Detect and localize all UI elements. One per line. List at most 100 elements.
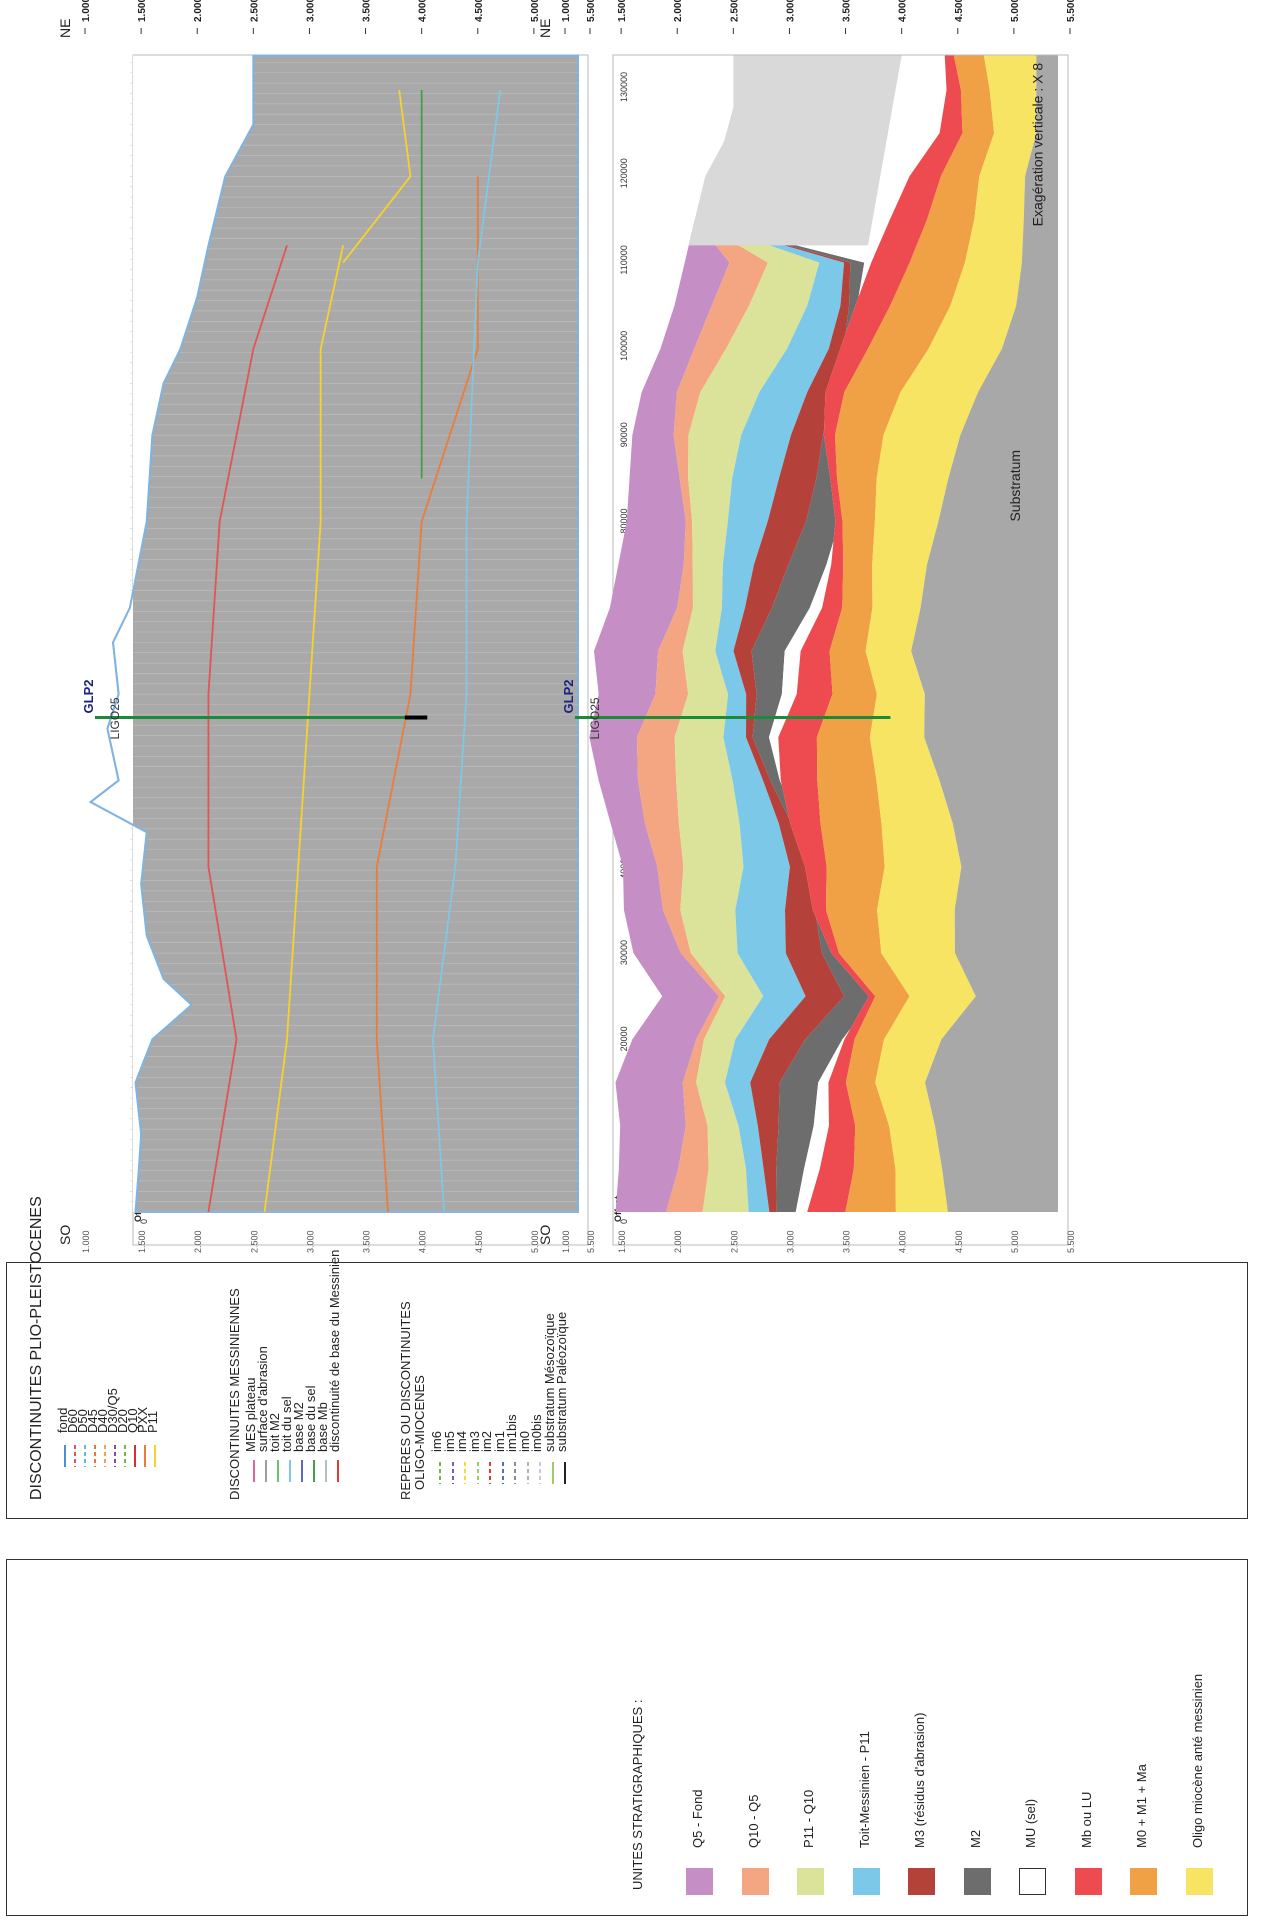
so-label: SO — [537, 1225, 553, 1245]
oligo-swatch — [539, 1462, 541, 1484]
plio-swatch — [124, 1445, 126, 1467]
time-tick-label: 1.000 — [561, 1230, 571, 1253]
mess-swatch — [337, 1460, 339, 1482]
horizon-line — [342, 89, 412, 264]
time-tick-label: 5.000 — [530, 0, 541, 22]
plio-swatch — [74, 1445, 76, 1467]
unit-swatch — [1185, 1868, 1213, 1895]
time-tick-label: 5.000 — [1010, 0, 1021, 22]
well-name: GLP2 — [561, 679, 576, 713]
time-tick-label: 5.000 — [1010, 1230, 1020, 1253]
offset-tick-label: 30000 — [619, 940, 629, 965]
time-tick-label: 4.000 — [418, 1230, 428, 1253]
horizon-line — [263, 245, 344, 1213]
time-tick-label: 3.000 — [305, 1230, 315, 1253]
ne-label: NE — [537, 19, 553, 38]
time-tick-label: 3.500 — [842, 1230, 852, 1253]
seafloor-horizon — [88, 55, 255, 1213]
ne-label: NE — [57, 19, 73, 38]
time-tick-label: 4.500 — [954, 1230, 964, 1253]
offset-tick-label: 20000 — [619, 1026, 629, 1051]
plio-swatch — [84, 1445, 86, 1467]
offset-tick-label: 110000 — [619, 245, 629, 274]
time-tick-label: 3.000 — [785, 0, 796, 22]
unit-swatch — [908, 1868, 935, 1895]
strat-unit-fill — [865, 55, 1037, 1212]
time-tick-label: 4.500 — [954, 0, 965, 22]
time-tick-label: 3.500 — [842, 0, 853, 22]
mess-swatch — [289, 1460, 291, 1482]
exaggeration-label: Exagération verticale : X 8 — [1029, 63, 1045, 227]
substratum-label: Substratum — [1007, 450, 1023, 522]
so-label: SO — [57, 1225, 73, 1245]
time-tick-label: 5.500 — [1066, 0, 1077, 22]
offset-tick-label: 90000 — [619, 422, 629, 447]
unit-swatch — [1019, 1868, 1046, 1895]
plio-swatch — [114, 1445, 116, 1467]
time-tick-label: 3.500 — [362, 0, 373, 22]
time-tick-label: 5.500 — [586, 1230, 596, 1253]
offset-tick-label: 100000 — [619, 331, 629, 361]
strat-unit-fill — [589, 55, 734, 1212]
mess-swatch — [265, 1460, 267, 1482]
unit-swatch — [963, 1868, 991, 1895]
time-tick-label: 2.000 — [673, 0, 684, 22]
offset-tick-label: 130000 — [619, 72, 629, 102]
legend-horizons-box — [6, 1262, 1248, 1519]
lower-panel: 1.0001.0001.5001.5002.0002.0002.5002.500… — [537, 0, 1077, 1253]
time-tick-label: 4.000 — [898, 0, 909, 22]
time-tick-label: 2.500 — [249, 0, 260, 22]
strat-unit-fill — [694, 55, 851, 1212]
offset-tick-label: 120000 — [619, 158, 629, 188]
mess-swatch — [253, 1460, 255, 1482]
plio-swatch — [104, 1445, 106, 1467]
plio-swatch — [94, 1445, 96, 1467]
time-tick-label: 4.500 — [474, 1230, 484, 1253]
plio-swatch — [134, 1445, 136, 1467]
upper-panel: 1.0001.0001.5001.5002.0002.0002.5002.500… — [57, 0, 597, 1253]
unit-swatch — [1074, 1868, 1102, 1895]
strat-unit-fill — [636, 55, 768, 1212]
substratum-fill — [911, 55, 1058, 1212]
time-tick-label: 4.000 — [898, 1230, 908, 1253]
time-tick-label: 2.000 — [193, 1230, 203, 1253]
offset-tick-label: 0 — [139, 1219, 149, 1224]
oligo-swatch — [489, 1462, 491, 1484]
horizon-line — [431, 89, 502, 1213]
time-tick-label: 5.500 — [1066, 1230, 1076, 1253]
strat-unit-fill — [694, 55, 845, 1212]
time-tick-label: 3.000 — [785, 1230, 795, 1253]
well-name-2: LIGO25 — [588, 697, 602, 739]
time-tick-label: 5.000 — [530, 1230, 540, 1253]
time-tick-label: 4.000 — [418, 0, 429, 22]
mess-swatch — [325, 1460, 327, 1482]
offset-tick-label: 0 — [619, 1219, 629, 1224]
time-tick-label: 1.500 — [617, 0, 628, 22]
time-tick-label: 1.500 — [137, 1230, 147, 1253]
oligo-swatch — [501, 1462, 504, 1484]
oligo-swatch — [439, 1462, 441, 1484]
time-tick-label: 1.000 — [81, 1230, 91, 1253]
oligo-swatch — [526, 1462, 529, 1484]
oligo-swatch — [514, 1462, 516, 1484]
oligo-swatch — [564, 1462, 566, 1484]
time-tick-label: 4.500 — [474, 0, 485, 22]
strat-unit-fill — [816, 55, 995, 1212]
unit-swatch — [1130, 1868, 1157, 1895]
strat-unit-fill — [674, 55, 820, 1212]
time-tick-label: 3.000 — [305, 0, 316, 22]
oligo-swatch — [551, 1462, 554, 1484]
unit-swatch — [852, 1868, 880, 1895]
time-tick-label: 2.500 — [729, 0, 740, 22]
mess-swatch — [277, 1460, 279, 1482]
strat-unit-fill — [778, 55, 963, 1212]
time-tick-label: 3.500 — [362, 1230, 372, 1253]
oligo-swatch — [476, 1462, 479, 1484]
oligo-swatch — [451, 1462, 454, 1484]
offset-tick-label: 80000 — [619, 509, 629, 534]
time-tick-label: 2.500 — [249, 1230, 259, 1253]
well-name: GLP2 — [81, 679, 96, 713]
time-tick-label: 1.000 — [561, 0, 572, 22]
time-tick-label: 1.500 — [137, 0, 148, 22]
